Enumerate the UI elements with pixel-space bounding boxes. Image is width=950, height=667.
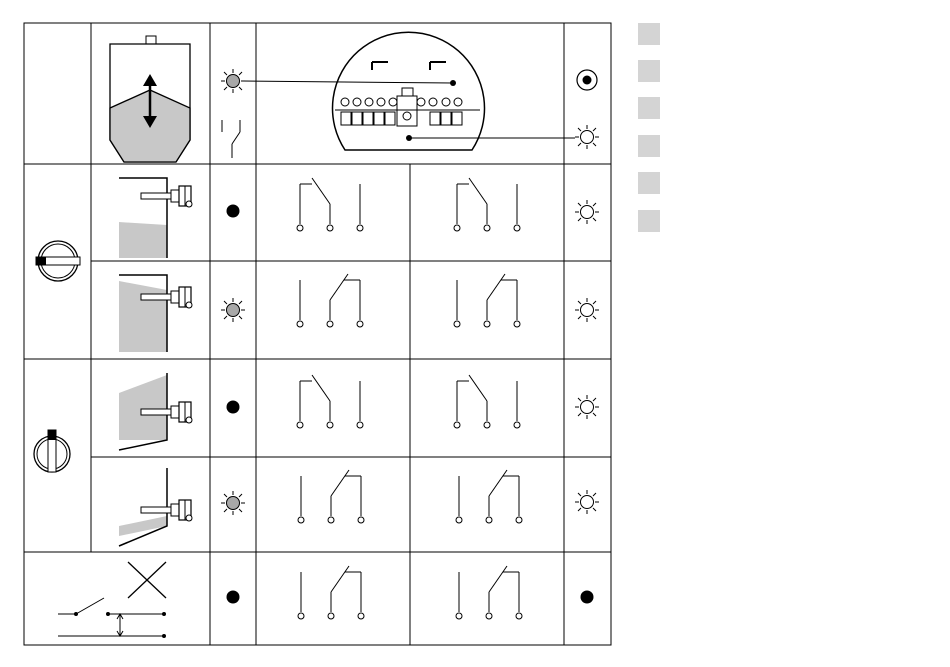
electronic-insert-icon bbox=[243, 32, 575, 150]
power-lamp-off bbox=[575, 490, 599, 514]
silo-level-icon bbox=[110, 36, 190, 162]
signal-lamp-off bbox=[227, 591, 240, 604]
power-lamp-icon bbox=[575, 70, 599, 149]
legend-swatch bbox=[638, 210, 660, 232]
tank-uncovered-icon bbox=[119, 178, 192, 258]
fail-safe-min-dial-icon bbox=[34, 430, 70, 472]
relay-contact bbox=[456, 566, 522, 619]
relay-contact bbox=[297, 375, 363, 428]
power-lamp-off bbox=[575, 298, 599, 322]
row-power-failure bbox=[58, 562, 594, 638]
fail-safe-max-dial-icon bbox=[36, 241, 80, 281]
relay-contact-icon bbox=[222, 120, 240, 158]
signal-lamp-on bbox=[221, 298, 245, 322]
relay-contact bbox=[297, 178, 363, 231]
relay-contact bbox=[454, 274, 520, 327]
row-min-covered bbox=[119, 373, 599, 450]
power-failure-icon bbox=[58, 562, 166, 638]
legend-swatch bbox=[638, 60, 660, 82]
relay-contact bbox=[454, 375, 520, 428]
relay-contact bbox=[298, 470, 364, 523]
signal-lamp-off bbox=[227, 401, 240, 414]
power-lamp-off bbox=[575, 395, 599, 419]
relay-contact bbox=[454, 178, 520, 231]
relay-contact bbox=[297, 274, 363, 327]
signal-lamp-icon bbox=[221, 69, 245, 93]
tank-uncovered-icon bbox=[119, 468, 192, 546]
power-lamp-off bbox=[575, 200, 599, 224]
legend-swatch bbox=[638, 97, 660, 119]
power-lamp-dark bbox=[581, 591, 594, 604]
tank-covered-icon bbox=[119, 275, 192, 352]
signal-lamp-on bbox=[221, 491, 245, 515]
tank-covered-icon bbox=[119, 373, 192, 450]
legend-swatch bbox=[638, 135, 660, 157]
relay-contact bbox=[298, 566, 364, 619]
row-max-covered bbox=[119, 274, 599, 352]
row-max-uncovered bbox=[119, 178, 599, 258]
row-min-uncovered bbox=[119, 468, 599, 546]
signal-lamp-off bbox=[227, 205, 240, 218]
relay-contact bbox=[456, 470, 522, 523]
legend-swatch bbox=[638, 23, 660, 45]
legend-swatch bbox=[638, 172, 660, 194]
